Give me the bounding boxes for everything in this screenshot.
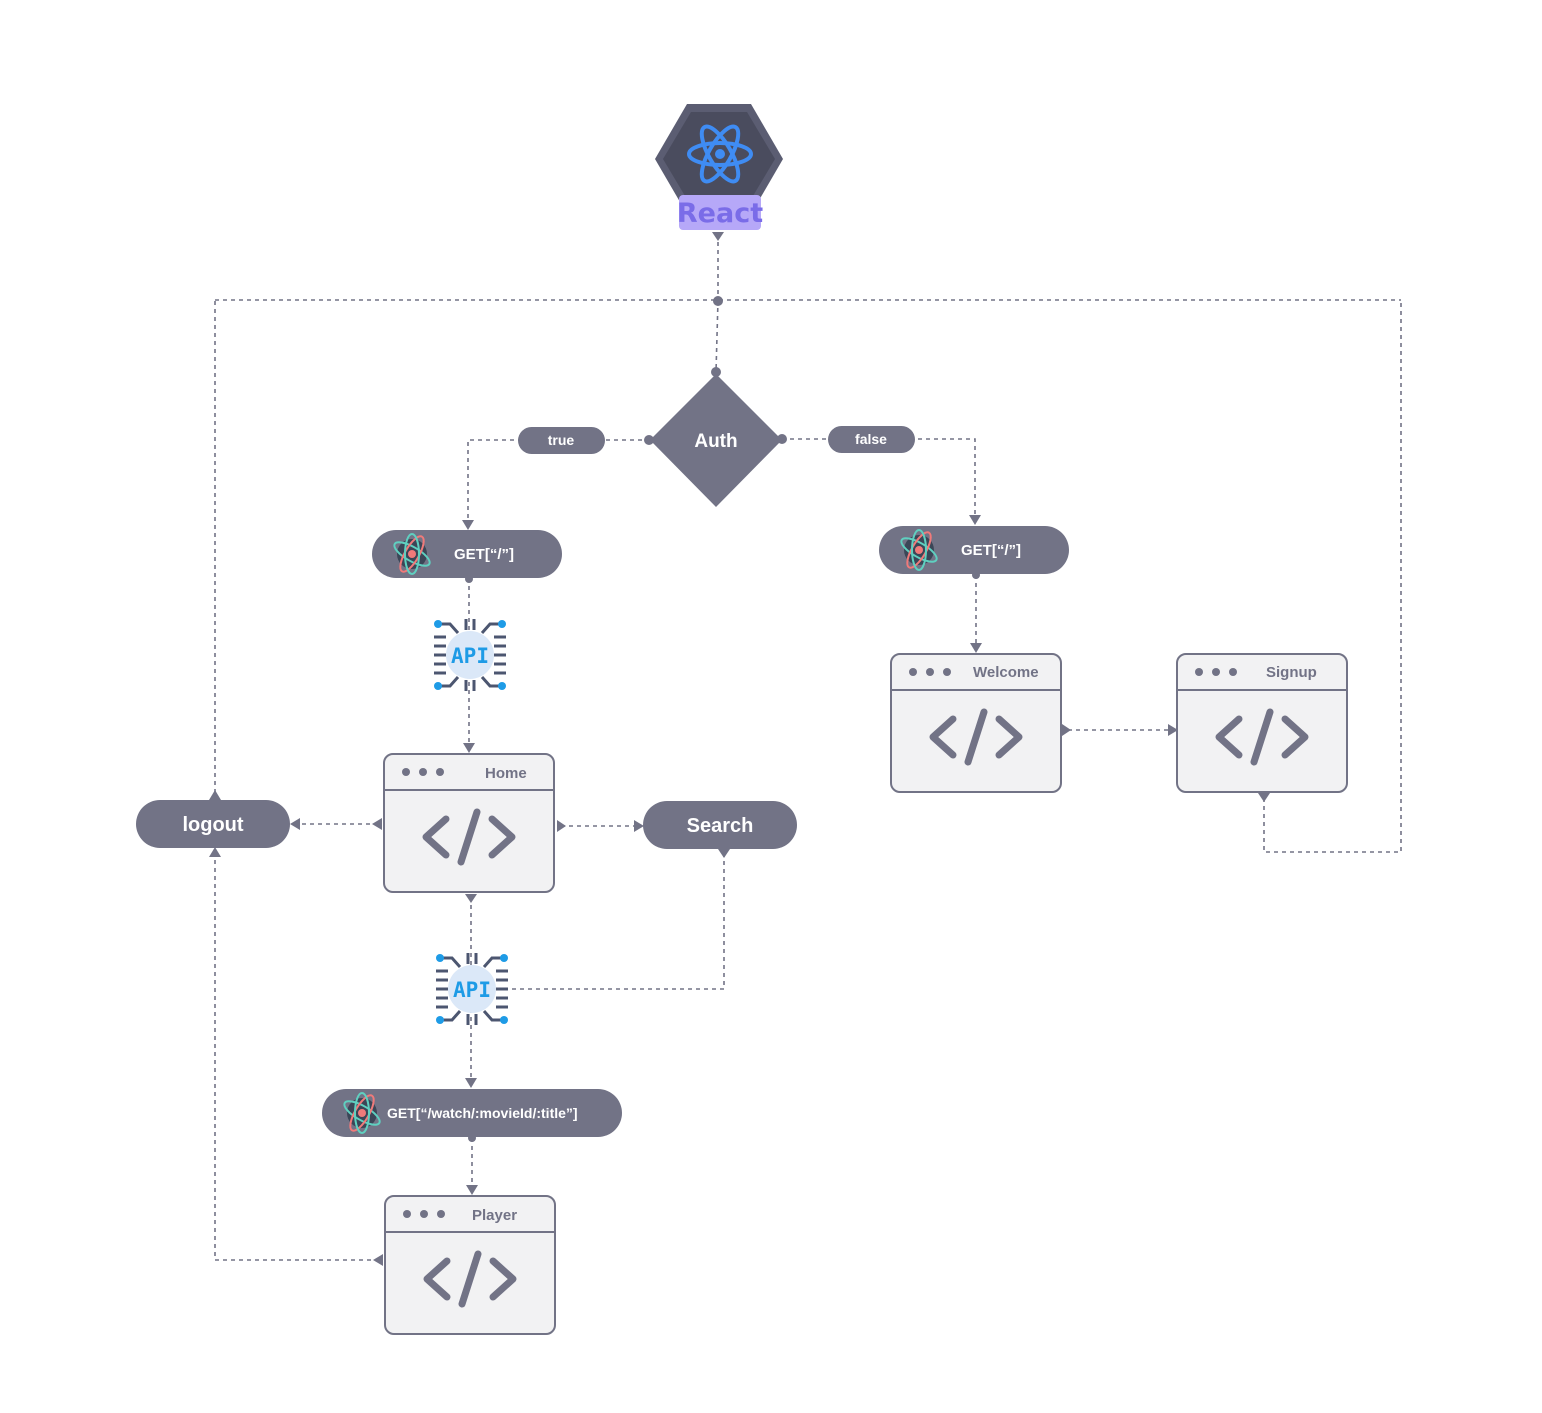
api-chip-pins xyxy=(434,619,506,691)
code-icon xyxy=(929,708,1023,766)
code-icon xyxy=(1215,708,1309,766)
search-label: Search xyxy=(687,815,754,837)
window-dots-icon xyxy=(909,668,951,676)
route-get-right[interactable]: GET[“/”] xyxy=(879,526,1069,574)
code-icon xyxy=(422,808,516,866)
branch-false-pill xyxy=(828,426,915,453)
api-chip-body xyxy=(446,631,494,679)
arrowhead xyxy=(969,515,981,525)
window-home-title: Home xyxy=(485,765,527,782)
window-home[interactable]: Home xyxy=(383,753,555,893)
search-pill xyxy=(643,801,797,849)
junction-dot xyxy=(713,296,723,306)
arrowhead xyxy=(290,818,300,830)
route-get-left-label: GET[“/”] xyxy=(454,546,514,563)
window-frame xyxy=(1176,653,1348,793)
api-icon-top: API xyxy=(434,619,506,691)
window-welcome[interactable]: Welcome xyxy=(890,653,1062,793)
branch-false-label: false xyxy=(855,431,887,447)
search-button[interactable]: Search xyxy=(643,801,797,849)
arrowhead xyxy=(970,643,982,653)
atom-icon xyxy=(687,124,753,184)
connector-signup-loop xyxy=(1263,300,1402,853)
window-player-title: Player xyxy=(472,1207,517,1224)
arrowhead xyxy=(1258,793,1270,802)
window-frame xyxy=(384,1195,556,1335)
route-get-watch-label: GET[“/watch/:movieId/:title”] xyxy=(387,1105,578,1121)
route-atom-icon xyxy=(393,533,431,575)
junction-dot xyxy=(644,435,654,445)
arrowhead xyxy=(465,1078,477,1088)
arrowhead xyxy=(209,847,221,857)
arrowhead xyxy=(1062,724,1071,736)
route-atom-icon xyxy=(900,529,938,571)
route-get-right-label: GET[“/”] xyxy=(961,542,1021,559)
react-hexagon-inner xyxy=(663,112,775,206)
react-logo: React xyxy=(655,104,783,230)
api-icon-bottom: API xyxy=(436,953,508,1025)
route-get-left[interactable]: GET[“/”] xyxy=(372,530,562,578)
window-welcome-title: Welcome xyxy=(973,664,1039,681)
arrowhead xyxy=(466,1185,478,1195)
logout-pill xyxy=(136,800,290,848)
auth-diamond xyxy=(650,374,782,507)
route-get-watch[interactable]: GET[“/watch/:movieId/:title”] xyxy=(322,1089,622,1137)
window-dots-icon xyxy=(402,768,444,776)
window-signup-title: Signup xyxy=(1266,664,1317,681)
arrowhead xyxy=(465,894,477,903)
auth-decision[interactable]: Auth xyxy=(650,374,782,507)
arrowhead xyxy=(462,520,474,530)
arrowhead xyxy=(372,818,382,830)
arrowhead xyxy=(718,849,730,858)
window-dots-icon xyxy=(403,1210,445,1218)
api-chip-body xyxy=(448,965,496,1013)
route-get-watch-pill xyxy=(322,1089,622,1137)
arrowhead xyxy=(634,820,644,832)
arrowhead xyxy=(1168,724,1178,736)
api-top-label: API xyxy=(451,644,489,668)
window-frame xyxy=(890,653,1062,793)
arrowhead xyxy=(712,232,724,241)
connector-player-to-logout xyxy=(214,855,379,1261)
arrowhead xyxy=(557,820,566,832)
branch-true-pill xyxy=(518,427,605,454)
route-atom-icon xyxy=(343,1092,381,1134)
connectors xyxy=(209,232,1402,1266)
logout-button[interactable]: logout xyxy=(136,800,290,848)
logout-label: logout xyxy=(182,814,243,836)
window-player[interactable]: Player xyxy=(384,1195,556,1335)
branch-true-label: true xyxy=(548,432,575,448)
window-frame xyxy=(383,753,555,893)
code-icon xyxy=(423,1250,517,1308)
arrowhead xyxy=(373,1254,383,1266)
auth-label: Auth xyxy=(694,431,737,452)
branch-false: false xyxy=(828,426,915,453)
junction-dot xyxy=(711,367,721,377)
arrowhead xyxy=(463,743,475,753)
react-badge xyxy=(679,195,761,230)
atom-nucleus xyxy=(715,149,725,159)
window-dots-icon xyxy=(1195,668,1237,676)
connector-bus-to-auth xyxy=(715,299,719,373)
branch-true: true xyxy=(518,427,605,454)
api-chip-pins xyxy=(436,953,508,1025)
api-bottom-label: API xyxy=(453,978,491,1002)
window-signup[interactable]: Signup xyxy=(1176,653,1348,793)
react-label: React xyxy=(677,198,763,229)
connector-search-to-api xyxy=(508,853,725,990)
arrowhead xyxy=(209,790,221,800)
